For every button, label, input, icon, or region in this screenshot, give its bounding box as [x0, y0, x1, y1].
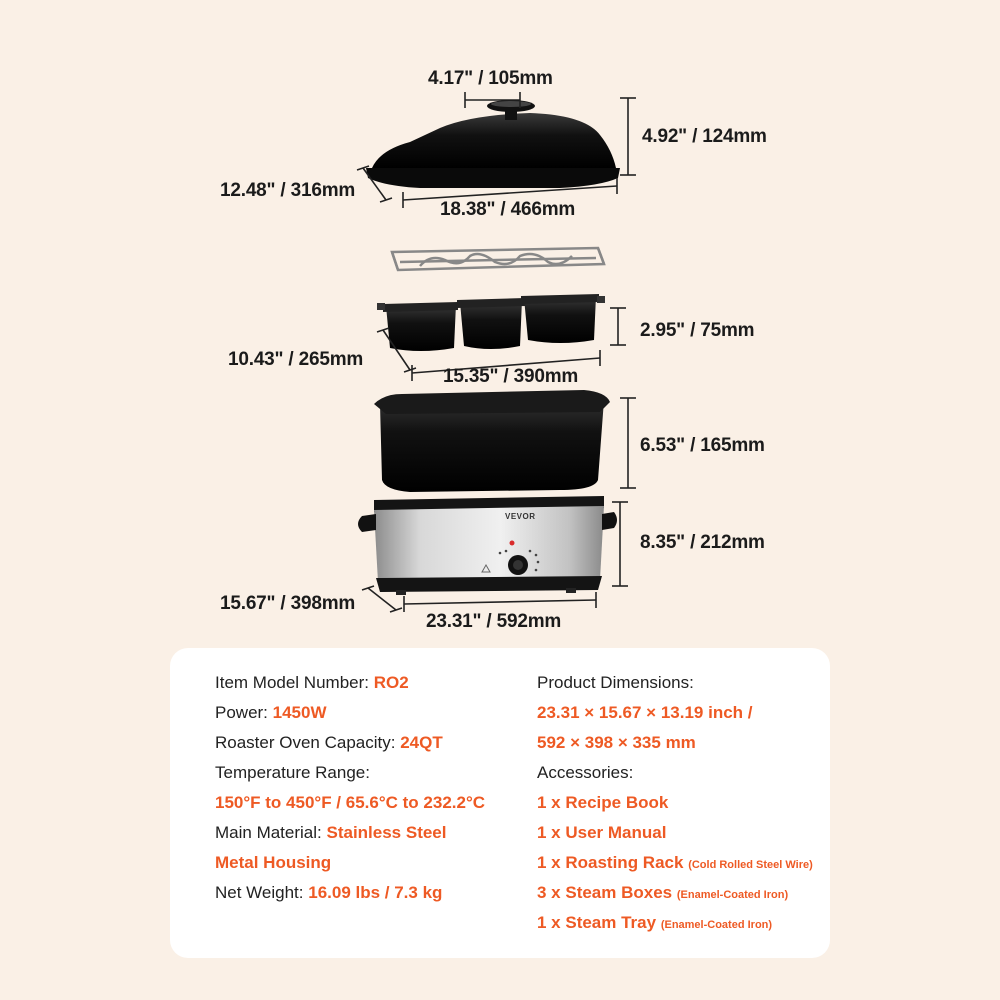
- steam-box-dimension-lines: [376, 307, 626, 381]
- spec-dims-value-1: 23.31 × 15.67 × 13.19 inch /: [537, 703, 753, 722]
- spec-power-label: Power:: [215, 703, 273, 722]
- accessory-item: 1 x Recipe Book: [537, 788, 827, 818]
- product-illustration: [356, 92, 636, 613]
- steam-box-width-dimension: 15.35" / 390mm: [443, 366, 579, 387]
- spec-temp-value: 150°F to 450°F / 65.6°C to 232.2°C: [215, 793, 486, 812]
- spec-material-label: Main Material:: [215, 823, 327, 842]
- spec-capacity-label: Roaster Oven Capacity:: [215, 733, 401, 752]
- spec-capacity-value: 24QT: [400, 733, 443, 752]
- base-height-dimension: 8.35" / 212mm: [640, 532, 765, 553]
- accessory-item: 1 x User Manual: [537, 818, 827, 848]
- base-width-dimension: 23.31" / 592mm: [426, 611, 562, 632]
- spec-capacity: Roaster Oven Capacity: 24QT: [215, 728, 535, 758]
- spec-temp-label: Temperature Range:: [215, 763, 370, 782]
- accessory-name: 1 x Roasting Rack: [537, 853, 684, 872]
- spec-card: Item Model Number: RO2 Power: 1450W Roas…: [170, 648, 830, 958]
- steam-box-height-dimension: 2.95" / 75mm: [640, 320, 755, 341]
- accessory-item: 1 x Steam Tray (Enamel-Coated Iron): [537, 908, 827, 938]
- roasting-rack: [390, 246, 606, 272]
- accessory-name: 1 x Steam Tray: [537, 913, 657, 932]
- accessory-name: 1 x Recipe Book: [537, 793, 669, 812]
- lid-depth-dimension: 12.48" / 316mm: [220, 180, 356, 201]
- pan-height-dimension: 6.53" / 165mm: [640, 435, 765, 456]
- spec-model-label: Item Model Number:: [215, 673, 374, 692]
- steam-boxes: [377, 294, 605, 351]
- spec-weight-value: 16.09 lbs / 7.3 kg: [308, 883, 443, 902]
- spec-material-value-2: Metal Housing: [215, 853, 332, 872]
- lid-knob-dimension: 4.17" / 105mm: [428, 68, 553, 89]
- spec-material: Main Material: Stainless Steel: [215, 818, 535, 848]
- accessory-note: (Enamel-Coated Iron): [660, 919, 773, 931]
- spec-material-value-1: Stainless Steel: [326, 823, 447, 842]
- accessory-item: 1 x Roasting Rack (Cold Rolled Steel Wir…: [537, 848, 827, 878]
- inner-pan: [374, 390, 610, 492]
- base-dimension-lines: [361, 501, 628, 613]
- accessory-item: 3 x Steam Boxes (Enamel-Coated Iron): [537, 878, 827, 908]
- base-depth-dimension: 15.67" / 398mm: [220, 593, 356, 614]
- spec-power: Power: 1450W: [215, 698, 535, 728]
- accessory-note: (Enamel-Coated Iron): [676, 889, 789, 901]
- roaster-base: [358, 496, 617, 595]
- lid: [366, 100, 620, 188]
- accessory-name: 3 x Steam Boxes: [537, 883, 673, 902]
- lid-height-dimension: 4.92" / 124mm: [642, 126, 767, 147]
- spec-column-left: Item Model Number: RO2 Power: 1450W Roas…: [215, 668, 535, 908]
- spec-dims-label: Product Dimensions:: [537, 673, 694, 692]
- spec-model: Item Model Number: RO2: [215, 668, 535, 698]
- spec-model-value: RO2: [373, 673, 409, 692]
- lid-dimension-lines: [356, 92, 636, 208]
- spec-power-value: 1450W: [272, 703, 327, 722]
- accessory-note: (Cold Rolled Steel Wire): [688, 859, 813, 871]
- spec-dims-value-2: 592 × 398 × 335 mm: [537, 733, 696, 752]
- spec-column-right: Product Dimensions: 23.31 × 15.67 × 13.1…: [537, 668, 827, 938]
- spec-weight: Net Weight: 16.09 lbs / 7.3 kg: [215, 878, 535, 908]
- spec-weight-label: Net Weight:: [215, 883, 309, 902]
- accessory-name: 1 x User Manual: [537, 823, 667, 842]
- brand-logo: VEVOR: [505, 512, 536, 521]
- spec-accessories-label: Accessories:: [537, 763, 634, 782]
- pan-dimension-lines: [620, 397, 636, 489]
- steam-box-depth-dimension: 10.43" / 265mm: [228, 349, 364, 370]
- lid-width-dimension: 18.38" / 466mm: [440, 199, 576, 220]
